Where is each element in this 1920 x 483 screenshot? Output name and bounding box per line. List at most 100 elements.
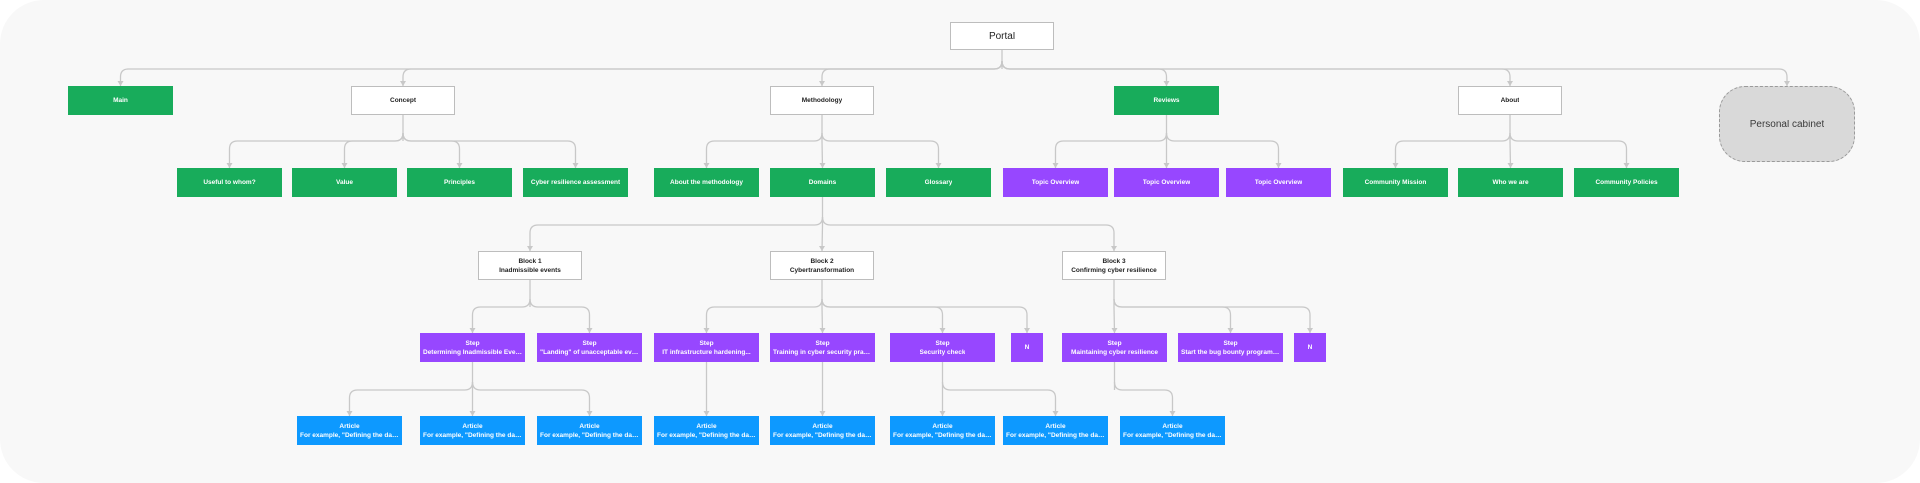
block1-arrow (586, 328, 593, 333)
topic-overview-node[interactable]: Topic Overview (1114, 168, 1219, 197)
concept-label: Concept (390, 97, 416, 104)
personal-cabinet-label: Personal cabinet (1749, 119, 1825, 129)
main-label: Main (113, 97, 128, 104)
article-title: Article (932, 422, 953, 430)
article-subtitle: For example, "Defining the damag... (300, 431, 399, 439)
portal-edge (402, 60, 1003, 86)
portal-edge (1001, 60, 1511, 86)
concept-child-label: Value (336, 179, 353, 186)
step1-edge (348, 381, 474, 416)
methodology-node[interactable]: Methodology (770, 86, 874, 115)
step-node[interactable]: Step"Landing" of unacceptable events... (537, 333, 642, 362)
step-title: N (1024, 344, 1030, 351)
about-node[interactable]: About (1458, 86, 1562, 115)
concept-child-node[interactable]: Useful to whom? (177, 168, 282, 197)
step-subtitle: Start the bug bounty programme (1181, 348, 1280, 356)
concept-arrow (572, 163, 579, 168)
portal-arrow (1784, 81, 1790, 86)
methodology-edge (821, 132, 940, 168)
about-child-node[interactable]: Community Mission (1343, 168, 1448, 197)
article-title: Article (579, 422, 600, 430)
block2-edge (705, 298, 823, 333)
block-subtitle: Inadmissible events (499, 266, 561, 274)
domains-arrow (819, 246, 825, 251)
concept-node[interactable]: Concept (351, 86, 455, 115)
portal-arrow (1507, 81, 1513, 86)
portal-arrow (400, 81, 406, 86)
concept-child-node[interactable]: Value (292, 168, 397, 197)
domains-arrow (527, 246, 533, 251)
step1-arrow (586, 411, 593, 416)
reviews-edge (1165, 132, 1280, 168)
domains-edge (821, 216, 1115, 251)
methodology-child-label: Domains (808, 179, 837, 186)
topic-overview-label: Topic Overview (1142, 179, 1191, 186)
about-child-node[interactable]: Community Policies (1574, 168, 1679, 197)
concept-edge (402, 132, 461, 168)
portal-arrow (819, 81, 825, 86)
topic-overview-node[interactable]: Topic Overview (1003, 168, 1108, 197)
block-title: Block 1 (518, 257, 542, 265)
reviews-arrow (1275, 163, 1282, 168)
concept-edge (402, 132, 577, 168)
methodology-child-node[interactable]: Domains (770, 168, 875, 197)
topic-overview-label: Topic Overview (1254, 179, 1303, 186)
methodology-arrow (703, 163, 710, 168)
block2-arrow (819, 328, 826, 333)
concept-child-label: Useful to whom? (203, 179, 256, 186)
article-subtitle: For example, "Defining the damag... (423, 431, 522, 439)
domains-arrow (1111, 246, 1117, 251)
methodology-edge (705, 132, 823, 168)
concept-edge (343, 132, 404, 168)
block-title: Block 3 (1102, 257, 1126, 265)
portal-edge (119, 60, 1003, 86)
concept-child-node[interactable]: Principles (407, 168, 512, 197)
article-subtitle: For example, "Defining the damag... (1123, 431, 1222, 439)
step4-arrow (819, 411, 826, 416)
reviews-label: Reviews (1153, 97, 1180, 104)
concept-child-label: Cyber resilience assessment (530, 179, 621, 186)
step-node[interactable]: N (1011, 333, 1043, 362)
reviews-node[interactable]: Reviews (1114, 86, 1219, 115)
about-child-node[interactable]: Who we are (1458, 168, 1563, 197)
personal-cabinet-node[interactable]: Personal cabinet (1719, 86, 1855, 162)
portal-node[interactable]: Portal (950, 22, 1054, 50)
methodology-child-label: Glossary (924, 179, 953, 186)
step1-arrow (469, 411, 476, 416)
portal-arrow (117, 81, 124, 86)
step-subtitle: IT infrastructure hardening... (662, 348, 751, 356)
step1-edge (471, 381, 591, 416)
methodology-arrow (935, 163, 942, 168)
domains-edge (529, 216, 824, 251)
methodology-child-node[interactable]: About the methodology (654, 168, 759, 197)
step-subtitle: Maintaining cyber resilience (1070, 348, 1159, 356)
article-title: Article (1162, 422, 1183, 430)
main-node[interactable]: Main (68, 86, 173, 115)
portal-label: Portal (988, 31, 1016, 41)
step-subtitle: Security check (919, 348, 966, 356)
concept-child-node[interactable]: Cyber resilience assessment (523, 168, 628, 197)
portal-edge (1001, 60, 1168, 86)
step5-arrow (939, 411, 946, 416)
step-node[interactable]: N (1294, 333, 1326, 362)
block-subtitle: Cybertransformation (789, 266, 855, 274)
methodology-child-node[interactable]: Glossary (886, 168, 991, 197)
topic-overview-node[interactable]: Topic Overview (1226, 168, 1331, 197)
